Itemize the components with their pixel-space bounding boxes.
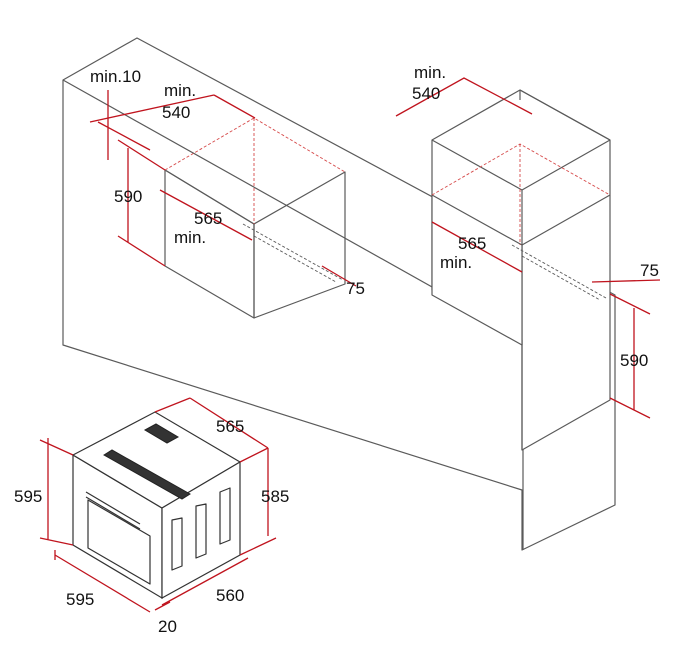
- label-oven-depth: 565: [216, 417, 244, 436]
- oven-appliance: [71, 411, 242, 600]
- dim-line-oven-front-height: [39, 438, 74, 546]
- cabinet-a-vent-slot: [242, 223, 344, 283]
- dim-line-b-height: [609, 293, 651, 419]
- oven-side-rib-2: [195, 503, 207, 559]
- oven-door-window: [87, 499, 151, 585]
- dimension-lines: [39, 77, 661, 613]
- label-b-width-suffix: min.: [440, 253, 472, 272]
- label-a-width-value: 565: [194, 209, 222, 228]
- dim-line-oven-front-width: [54, 550, 151, 613]
- label-b-vent: 75: [640, 261, 659, 280]
- oven-side-rib-1: [171, 517, 183, 571]
- cabinet-b-hidden-volume: [431, 143, 611, 245]
- label-a-width-suffix: min.: [174, 228, 206, 247]
- label-b-height: 590: [620, 351, 648, 370]
- label-oven-front-thickness: 20: [158, 617, 177, 636]
- dim-line-oven-body-width: [161, 557, 249, 606]
- dim-line-oven-depth: [154, 397, 269, 463]
- label-b-depth-prefix: min.: [414, 63, 446, 82]
- label-a-depth-value: 540: [162, 103, 190, 122]
- dim-line-b-vent: [591, 279, 661, 283]
- dim-line-a-depth: [89, 94, 256, 123]
- label-oven-front-width: 595: [66, 590, 94, 609]
- label-oven-body-width: 560: [216, 586, 244, 605]
- dimension-labels: min.10 min. 540 590 565 min. 75 min. 540…: [14, 63, 659, 636]
- label-a-height: 590: [114, 187, 142, 206]
- dim-line-min10: [97, 90, 151, 160]
- oven-handle: [85, 491, 141, 530]
- label-a-min10: min.10: [90, 67, 141, 86]
- label-b-width-value: 565: [458, 234, 486, 253]
- oven-control-strip: [103, 449, 191, 500]
- cabinet-b-vent-slot: [511, 244, 607, 301]
- dim-line-a-height: [117, 139, 166, 267]
- cabinet-b: [431, 89, 611, 451]
- dim-line-b-depth: [395, 77, 533, 117]
- dim-line-b-width: [431, 221, 523, 273]
- oven-side-rib-3: [219, 487, 231, 545]
- label-a-depth-prefix: min.: [164, 81, 196, 100]
- label-oven-front-height: 595: [14, 487, 42, 506]
- dim-line-oven-body-height: [239, 448, 277, 556]
- cabinet-a: [62, 37, 616, 551]
- dim-line-a-vent: [321, 265, 357, 287]
- oven-top-vent: [143, 423, 180, 444]
- label-b-depth-value: 540: [412, 84, 440, 103]
- dim-line-oven-front-thickness: [154, 601, 171, 611]
- label-oven-body-height: 585: [261, 487, 289, 506]
- label-a-vent: 75: [346, 279, 365, 298]
- dim-line-a-width: [159, 189, 253, 241]
